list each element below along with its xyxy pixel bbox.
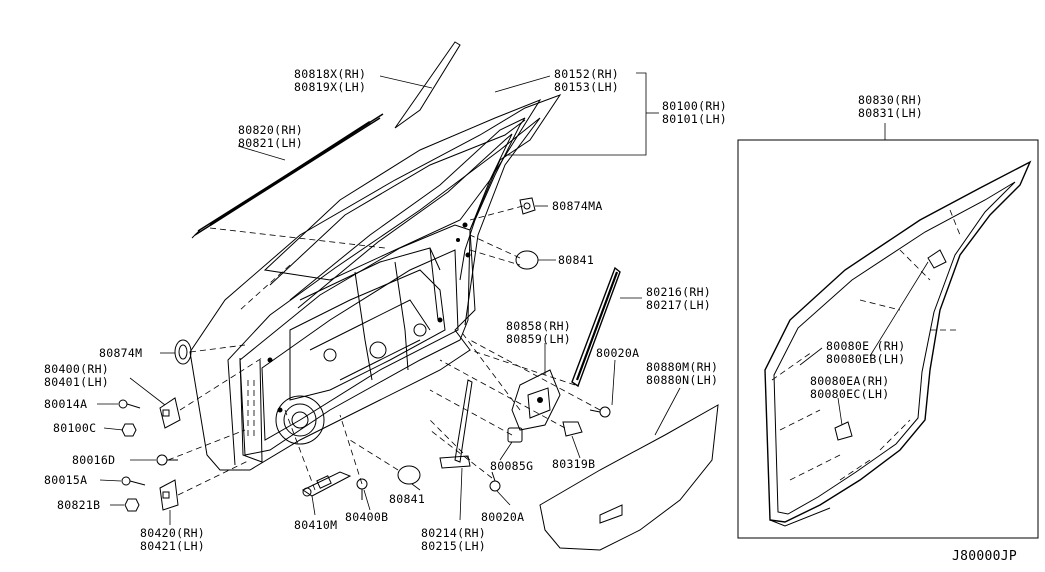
clip-80080e [927,249,947,269]
label-80821: 80821(LH) [238,136,303,150]
label-80841-upper: 80841 [558,253,594,267]
door-shell [189,93,562,471]
label-80080ea: 80080EA(RH) [810,374,889,388]
bolt-80020a-upper [589,406,611,418]
label-80841-lower: 80841 [389,492,425,506]
bolt-80014a [118,399,141,409]
label-80400b: 80400B [345,510,388,524]
clip-80874ma [519,197,536,215]
label-80401: 80401(LH) [44,375,109,389]
diagram-code: J80000JP [952,549,1017,564]
part-80818x [394,41,461,129]
label-80153: 80153(LH) [554,80,619,94]
label-leaders [97,72,886,525]
label-80020a-upper: 80020A [596,346,639,360]
inner-door-panel [239,222,471,456]
label-80080ec: 80080EC(LH) [810,387,889,401]
part-labels: 80818X(RH) 80819X(LH) 80152(RH) 80153(LH… [44,67,1017,564]
dashed-leaders [167,205,601,496]
clip-80080ea [834,421,853,441]
label-80420: 80420(RH) [140,526,205,540]
nut-80100c [121,423,137,437]
label-80421: 80421(LH) [140,539,205,553]
label-80880n: 80880N(LH) [646,373,718,387]
label-80015a: 80015A [44,473,87,487]
nut-80821b [124,498,140,512]
label-80819x: 80819X(LH) [294,80,366,94]
label-80821b: 80821B [57,498,100,512]
label-80014a: 80014A [44,397,87,411]
label-80016d: 80016D [72,453,115,467]
label-80214: 80214(RH) [421,526,486,540]
label-80859: 80859(LH) [506,332,571,346]
label-80319b: 80319B [552,457,595,471]
part-80085g [507,427,523,443]
part-80214 [439,379,473,469]
bolt-80015a [121,476,146,486]
label-80820: 80820(RH) [238,123,303,137]
label-80215: 80215(LH) [421,539,486,553]
label-leaders-right [799,261,929,426]
bolt-80016d [156,454,178,466]
label-80874ma: 80874MA [552,199,603,213]
label-80080eb: 80080EB(LH) [826,352,905,366]
part-80400-hinge [159,397,181,429]
label-80400: 80400(RH) [44,362,109,376]
part-80820 [191,113,384,239]
part-80216 [571,266,621,388]
label-80831: 80831(LH) [858,106,923,120]
label-80100c: 80100C [53,421,96,435]
part-80410m [301,471,352,497]
bolt-80400b [356,478,368,500]
label-80818x: 80818X(RH) [294,67,366,81]
weatherstrip-box [737,139,1039,539]
label-80216: 80216(RH) [646,285,711,299]
hole-seal-80841-upper [515,250,539,270]
part-80420-hinge [159,479,179,511]
label-80085g: 80085G [490,459,533,473]
part-80319b [562,421,583,437]
label-80100: 80100(RH) [662,99,727,113]
part-80858-lock [511,369,561,431]
label-80858: 80858(RH) [506,319,571,333]
part-80874m [174,339,192,365]
label-80020a-lower: 80020A [481,510,524,524]
door-edge [239,357,263,463]
label-80830: 80830(RH) [858,93,923,107]
window-glass [263,98,542,286]
part-80880m-sheet [539,404,719,551]
label-80080e: 80080E (RH) [826,339,905,353]
label-80410m: 80410M [294,518,337,532]
label-80880m: 80880M(RH) [646,360,718,374]
label-80152: 80152(RH) [554,67,619,81]
label-80217: 80217(LH) [646,298,711,312]
label-80101: 80101(LH) [662,112,727,126]
hole-seal-80841-lower [397,465,421,485]
label-80874m: 80874M [99,346,142,360]
bolt-80020a-lower [489,471,501,492]
